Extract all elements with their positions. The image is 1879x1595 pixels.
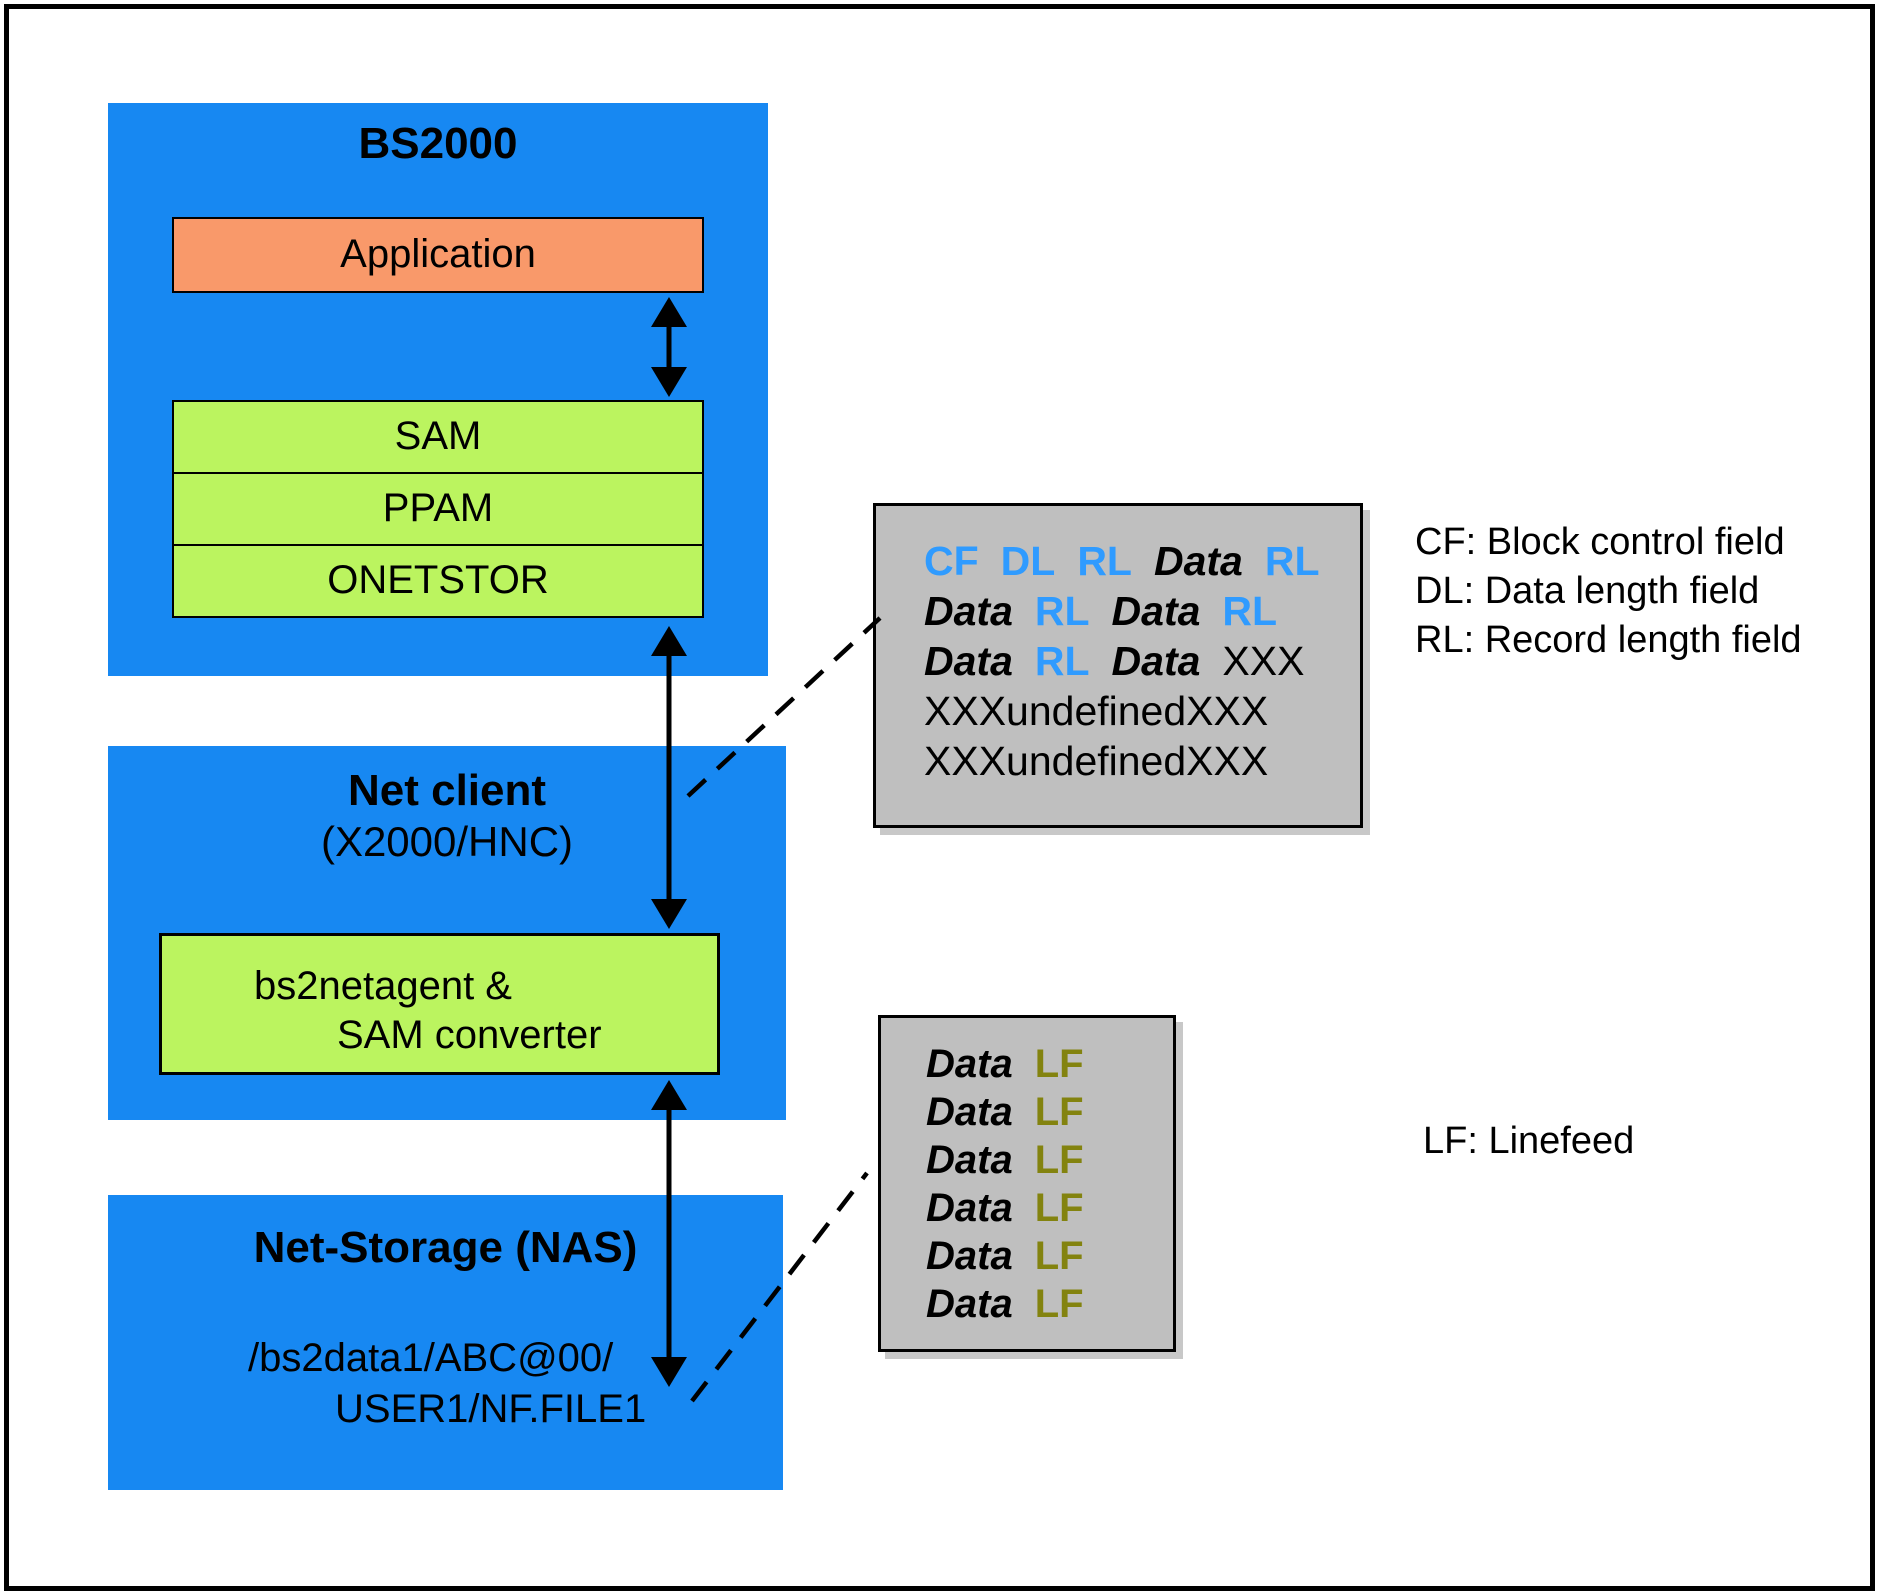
linefeed-line: Data LF [926, 1088, 1173, 1136]
token-rl: RL [1034, 588, 1090, 634]
layer-ppam-label: PPAM [382, 486, 494, 530]
sam-block-line: Data RL Data XXX [924, 636, 1360, 686]
token-dl: DL [1000, 538, 1056, 584]
token-data: Data [1153, 538, 1243, 584]
record-format-legend: CF: Block control field DL: Data length … [1415, 518, 1802, 665]
application-box: Application [172, 217, 704, 293]
legend-dl: DL: Data length field [1415, 570, 1760, 612]
linefeed-line: Data LF [926, 1280, 1173, 1328]
sam-block-line: XXXundefinedXXX [924, 686, 1360, 736]
net-client-box: Net client (X2000/HNC) bs2netagent & SAM… [108, 746, 786, 1120]
token-data: Data [926, 1090, 1013, 1134]
net-storage-box: Net-Storage (NAS) /bs2data1/ABC@00/ USER… [108, 1195, 783, 1490]
layer-ppam: PPAM [172, 472, 704, 546]
linefeed-line: Data LF [926, 1040, 1173, 1088]
bs2netagent-label-line2: SAM converter [337, 1013, 602, 1057]
layer-sam-label: SAM [394, 414, 482, 458]
token-lf: LF [1034, 1186, 1084, 1230]
token-lf: LF [1034, 1234, 1084, 1278]
sam-block-line: CF DL RL Data RL [924, 536, 1360, 586]
net-storage-file-path: /bs2data1/ABC@00/ USER1/NF.FILE1 [108, 1333, 783, 1435]
token-lf: LF [1034, 1282, 1084, 1326]
linefeed-legend: LF: Linefeed [1423, 1120, 1635, 1162]
token-rl: RL [1034, 638, 1090, 684]
sam-block-line: Data RL Data RL [924, 586, 1360, 636]
token-data: Data [926, 1186, 1013, 1230]
layer-onetstor: ONETSTOR [172, 544, 704, 618]
token-data: Data [926, 1138, 1013, 1182]
token-rl: RL [1264, 538, 1320, 584]
token-data: Data [1111, 588, 1201, 634]
bs2000-title: BS2000 [358, 119, 518, 168]
layer-sam: SAM [172, 400, 704, 474]
linefeed-line: Data LF [926, 1184, 1173, 1232]
token-xxx: XXX [1222, 638, 1305, 684]
diagram-border-frame [4, 4, 1875, 1591]
linefeed-line: Data LF [926, 1232, 1173, 1280]
bs2netagent-label-line1: bs2netagent & [254, 964, 512, 1008]
net-storage-title: Net-Storage (NAS) [253, 1223, 638, 1272]
token-data: Data [926, 1042, 1013, 1086]
token-lf: LF [1034, 1042, 1084, 1086]
access-method-layer-stack: SAM PPAM ONETSTOR [172, 400, 704, 618]
token-rl: RL [1077, 538, 1132, 584]
file-path-line2: USER1/NF.FILE1 [335, 1387, 647, 1431]
token-xxxundefinedxxx: XXXundefinedXXX [924, 738, 1269, 784]
legend-cf: CF: Block control field [1415, 521, 1785, 563]
token-data: Data [924, 588, 1013, 634]
token-data: Data [926, 1282, 1013, 1326]
legend-rl: RL: Record length field [1415, 619, 1802, 661]
bs2000-box: BS2000 Application SAM PPAM ONETSTOR [108, 103, 768, 676]
net-client-subtitle: (X2000/HNC) [320, 818, 574, 865]
token-lf: LF [1034, 1138, 1084, 1182]
bs2netagent-box: bs2netagent & SAM converter [159, 933, 720, 1075]
token-cf: CF [924, 538, 979, 584]
token-rl: RL [1222, 588, 1278, 634]
token-xxxundefinedxxx: XXXundefinedXXX [924, 688, 1269, 734]
file-path-line1: /bs2data1/ABC@00/ [248, 1336, 614, 1380]
token-data: Data [1111, 638, 1201, 684]
net-client-title: Net client [347, 766, 547, 815]
sam-block-line: XXXundefinedXXX [924, 736, 1360, 786]
application-label: Application [340, 232, 536, 276]
layer-onetstor-label: ONETSTOR [327, 558, 549, 602]
token-data: Data [926, 1234, 1013, 1278]
token-data: Data [924, 638, 1013, 684]
token-lf: LF [1034, 1090, 1084, 1134]
linefeed-line: Data LF [926, 1136, 1173, 1184]
